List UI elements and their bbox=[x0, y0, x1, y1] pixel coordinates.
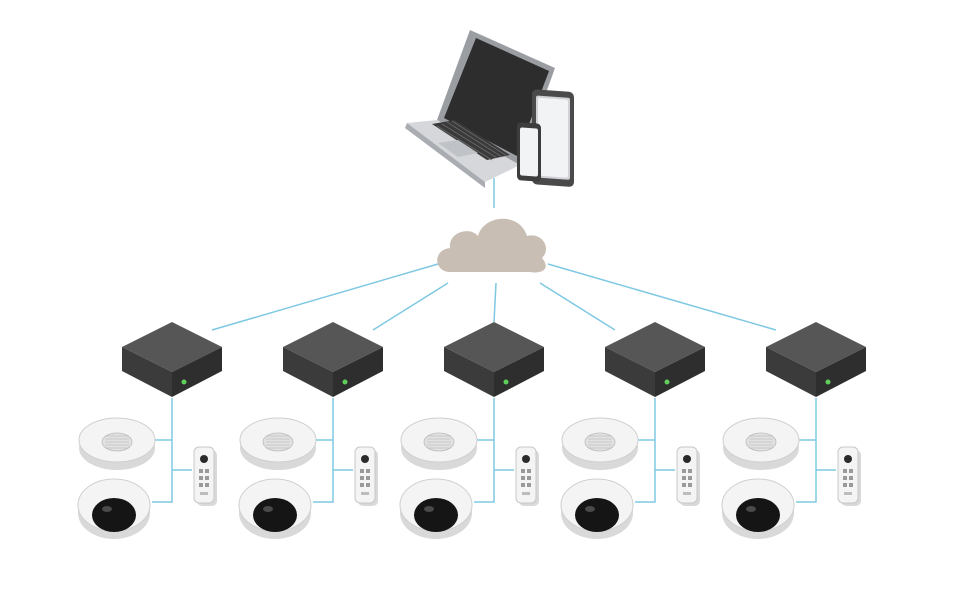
camera-lens-icon bbox=[92, 498, 136, 532]
speaker-icon bbox=[561, 417, 639, 470]
camera-lens-icon bbox=[253, 498, 297, 532]
dome-camera-icon bbox=[721, 478, 795, 539]
site-1 bbox=[77, 322, 222, 539]
status-led-icon bbox=[503, 379, 509, 385]
cloud-to-recorder-links bbox=[211, 263, 777, 331]
cloud-link-2 bbox=[372, 282, 449, 331]
door-station-icon bbox=[354, 446, 378, 506]
recorder-box-icon bbox=[283, 322, 383, 397]
dome-camera-icon bbox=[399, 478, 473, 539]
status-led-icon bbox=[181, 379, 187, 385]
status-led-icon bbox=[825, 379, 831, 385]
status-led-icon bbox=[664, 379, 670, 385]
door-station-icon bbox=[193, 446, 217, 506]
recorder-box-icon bbox=[766, 322, 866, 397]
speaker-icon bbox=[239, 417, 317, 470]
smartphone-icon bbox=[517, 122, 541, 182]
speaker-icon bbox=[78, 417, 156, 470]
speaker-icon bbox=[400, 417, 478, 470]
site-4 bbox=[560, 322, 705, 539]
dome-camera-icon bbox=[77, 478, 151, 539]
site-groups bbox=[77, 322, 866, 539]
cloud-link-4 bbox=[539, 282, 616, 331]
client-devices bbox=[405, 30, 574, 188]
door-station-icon bbox=[676, 446, 700, 506]
recorder-box-icon bbox=[122, 322, 222, 397]
site-2 bbox=[238, 322, 383, 539]
recorder-box-icon bbox=[605, 322, 705, 397]
speaker-icon bbox=[722, 417, 800, 470]
dome-camera-icon bbox=[560, 478, 634, 539]
door-station-icon bbox=[515, 446, 539, 506]
site-wiring bbox=[313, 398, 353, 503]
site-wiring bbox=[152, 398, 192, 503]
camera-lens-icon bbox=[414, 498, 458, 532]
site-wiring bbox=[635, 398, 675, 503]
door-station-icon bbox=[837, 446, 861, 506]
cloud-icon bbox=[437, 218, 547, 273]
camera-lens-icon bbox=[736, 498, 780, 532]
site-wiring bbox=[474, 398, 514, 503]
recorder-box-icon bbox=[444, 322, 544, 397]
site-wiring bbox=[796, 398, 836, 503]
cloud-link-1 bbox=[211, 263, 439, 331]
tablet-icon bbox=[532, 89, 574, 187]
camera-lens-icon bbox=[575, 498, 619, 532]
site-5 bbox=[721, 322, 866, 539]
cloud-link-5 bbox=[547, 263, 777, 331]
dome-camera-icon bbox=[238, 478, 312, 539]
status-led-icon bbox=[342, 379, 348, 385]
site-3 bbox=[399, 322, 544, 539]
cloud-link-3 bbox=[493, 282, 497, 323]
